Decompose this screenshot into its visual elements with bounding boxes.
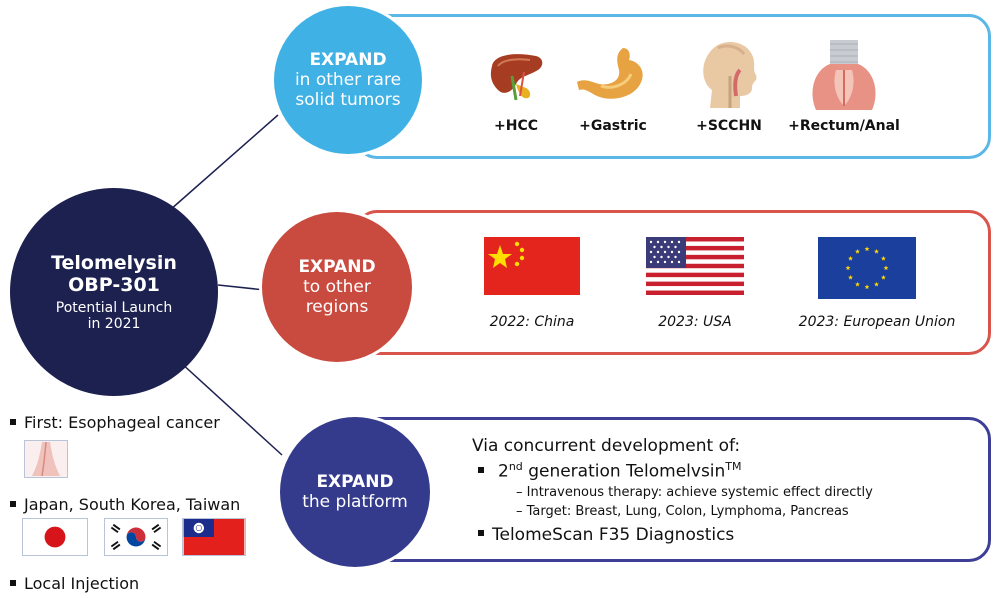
japan-flag-icon xyxy=(22,518,88,556)
tumors-panel xyxy=(355,14,991,159)
bullet2-text: TelomeScan F35 Diagnostics xyxy=(492,525,735,545)
left-countries-text: Japan, South Korea, Taiwan xyxy=(24,495,241,514)
left-injection-text: Local Injection xyxy=(24,574,140,593)
bullet1-sup: nd xyxy=(508,460,523,473)
bullet1-pre: 2 xyxy=(498,461,509,482)
head-neck-icon xyxy=(703,42,757,108)
region-label-eu: 2023: European Union xyxy=(798,314,956,330)
center-code: OBP-301 xyxy=(68,274,160,296)
region-label-china: 2022: China xyxy=(489,314,575,330)
platform-panel xyxy=(355,417,991,562)
eu-star xyxy=(864,284,870,290)
eu-star xyxy=(864,246,870,252)
platform-heading: Via concurrent development of: xyxy=(472,436,741,456)
platform-bullet-telomescan: TelomeScan F35 Diagnostics xyxy=(478,525,734,545)
bullet1-post: generation Telomelvsin xyxy=(522,461,726,482)
tumor-label-hcc: +HCC xyxy=(494,118,538,134)
bullet-square xyxy=(10,500,16,507)
dash-icon: – xyxy=(516,504,527,519)
left-bullet-injection: Local Injection xyxy=(10,574,139,593)
dash-icon: – xyxy=(516,485,527,500)
china-flag-icon xyxy=(484,237,580,295)
platform-circle: EXPAND the platform xyxy=(280,417,430,567)
platform-sub-target: – Target: Breast, Lung, Colon, Lymphoma,… xyxy=(516,504,849,519)
connector-platform xyxy=(179,361,283,456)
left-bullet-countries: Japan, South Korea, Taiwan xyxy=(10,495,240,514)
center-line1: Potential Launch xyxy=(55,300,173,316)
tumor-label-gastric: +Gastric xyxy=(579,118,647,134)
tumors-circle: EXPAND in other rare solid tumors xyxy=(274,6,422,154)
stomach-icon xyxy=(577,48,643,99)
eu-star xyxy=(845,265,851,271)
eu-star xyxy=(855,248,860,254)
korea-flag-icon xyxy=(104,518,168,556)
left-first-text: First: Esophageal cancer xyxy=(24,413,220,432)
eu-star xyxy=(880,274,886,280)
tumor-label-scchn: +SCCHN xyxy=(696,118,762,134)
regions-circle-line2: regions xyxy=(305,297,369,317)
eu-star xyxy=(874,248,879,254)
eu-flag-icon xyxy=(818,237,916,299)
region-label-usa: 2023: USA xyxy=(658,314,732,330)
platform-circle-line1: the platform xyxy=(302,492,408,512)
eu-star xyxy=(874,281,879,287)
bullet1-tm: TM xyxy=(725,460,742,473)
regions-circle-line1: to other xyxy=(303,277,371,297)
liver-icon xyxy=(490,54,543,101)
sub2-text: Target: Breast, Lung, Colon, Lymphoma, P… xyxy=(526,504,849,519)
usa-flag-icon xyxy=(646,237,744,295)
tumor-label-rectum: +Rectum/Anal xyxy=(788,118,900,134)
platform-circle-title: EXPAND xyxy=(316,472,394,492)
center-title: Telomelysin xyxy=(51,252,177,274)
esophagus-icon xyxy=(24,440,68,478)
bullet-square xyxy=(478,530,484,536)
eu-star xyxy=(848,255,854,261)
tumors-circle-line2: solid tumors xyxy=(295,90,401,110)
bullet-square xyxy=(10,418,16,425)
eu-star xyxy=(855,281,860,287)
center-circle: Telomelysin OBP-301 Potential Launch in … xyxy=(10,188,218,396)
eu-star xyxy=(883,265,889,271)
regions-circle-title: EXPAND xyxy=(298,257,376,277)
connector-regions xyxy=(217,284,266,291)
eu-star xyxy=(848,274,854,280)
bullet-square xyxy=(10,579,16,586)
sub1-text: Intravenous therapy: achieve systemic ef… xyxy=(526,485,873,500)
tumors-circle-line1: in other rare xyxy=(294,70,402,90)
eu-star xyxy=(880,255,886,261)
tumors-circle-title: EXPAND xyxy=(309,50,387,70)
center-line2: in 2021 xyxy=(87,316,141,332)
rectum-icon xyxy=(812,40,876,110)
platform-sub-intravenous: – Intravenous therapy: achieve systemic … xyxy=(516,485,873,500)
regions-circle: EXPAND to other regions xyxy=(262,212,412,362)
taiwan-flag-icon xyxy=(182,518,246,556)
platform-bullet-telomelysin: 2nd generation TelomelvsinTM xyxy=(478,460,742,482)
connector-tumors xyxy=(169,114,279,211)
left-bullet-first: First: Esophageal cancer xyxy=(10,413,220,432)
bullet-square xyxy=(478,466,484,473)
